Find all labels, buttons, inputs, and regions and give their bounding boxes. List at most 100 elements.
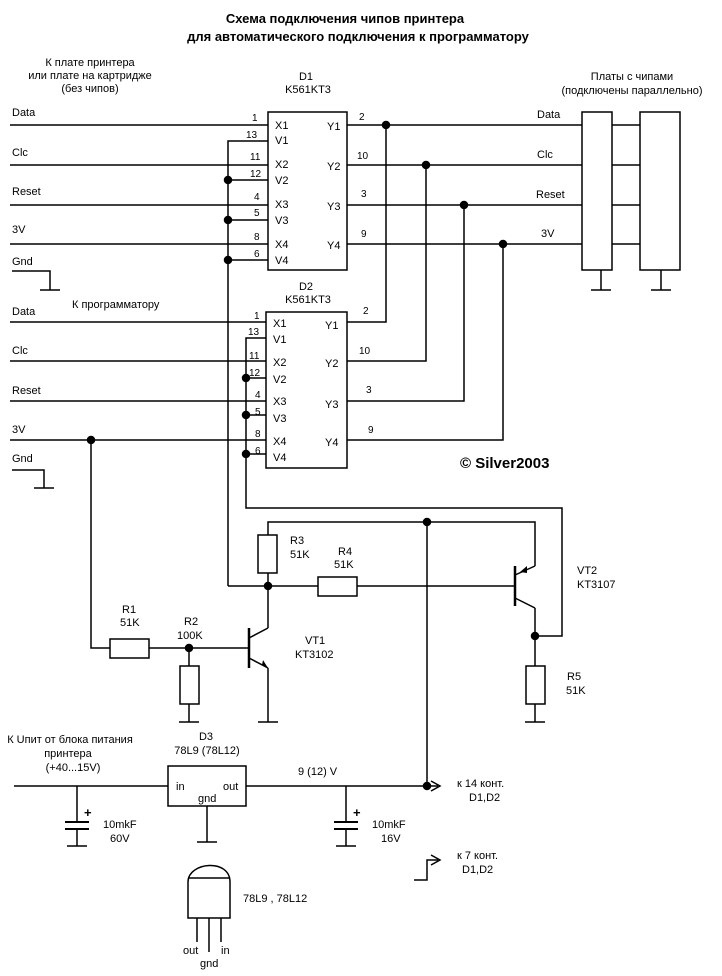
sig-clc-right: Clc <box>537 149 553 161</box>
d1-body <box>267 111 348 271</box>
d2-pinnum-6: 6 <box>255 446 261 457</box>
d3-in: in <box>176 781 185 793</box>
chip-d2: D2 K561KT3 X1 V1 X2 V2 X3 V3 X4 V4 Y1 Y2… <box>248 281 374 469</box>
d1-pin-v2: V2 <box>275 175 288 187</box>
d1-pinnum-13: 13 <box>246 130 258 141</box>
chip-board-2 <box>639 111 681 271</box>
d1-input-wires: Data Clc Reset 3V Gnd <box>10 107 268 291</box>
out-voltage: 9 (12) V <box>298 766 338 778</box>
chip-boards <box>581 111 681 291</box>
d2-pinnum-9: 9 <box>368 425 374 436</box>
unit-label-1: К Uпит от блока питания <box>7 734 133 746</box>
vt2-type: KT3107 <box>577 579 616 591</box>
d2-pin-y1: Y1 <box>325 320 338 332</box>
vt2-name: VT2 <box>577 565 597 577</box>
r3-value: 51K <box>290 549 310 561</box>
vt1-type: KT3102 <box>295 649 334 661</box>
d2-control-bus <box>241 337 563 637</box>
chip-board-1 <box>581 111 613 271</box>
d2-pinnum-4: 4 <box>255 390 261 401</box>
r1-name: R1 <box>122 604 136 616</box>
to-pin7-label-2: D1,D2 <box>462 864 493 876</box>
d2-pin-x4: X4 <box>273 436 286 448</box>
to-pin14-label-1: к 14 конт. <box>457 778 504 790</box>
d1-pin-y3: Y3 <box>327 201 340 213</box>
chip-boards-label-2: (подключены параллельно) <box>561 85 702 97</box>
sig-data-1: Data <box>12 107 36 119</box>
d1-control-bus <box>223 140 268 586</box>
transistor-circuit: R3 51K R4 51K VT2 KT3107 R5 51K VT1 KT31… <box>90 440 616 723</box>
d1-pinnum-11: 11 <box>250 152 261 163</box>
d2-pinnum-11: 11 <box>249 351 260 362</box>
d2-type: K561KT3 <box>285 294 331 306</box>
r3-name: R3 <box>290 535 304 547</box>
d2-pin-x3: X3 <box>273 396 286 408</box>
d2-pin-y3: Y3 <box>325 399 338 411</box>
d2-pinnum-10: 10 <box>359 346 371 357</box>
sig-gnd-1: Gnd <box>12 256 33 268</box>
package-name: 78L9 , 78L12 <box>243 893 307 905</box>
to-printer-label-3: (без чипов) <box>61 83 118 95</box>
r4-name: R4 <box>338 546 352 558</box>
d1-pinnum-3: 3 <box>361 189 367 200</box>
r2-body <box>179 665 200 705</box>
d1-pinnum-12: 12 <box>250 169 262 180</box>
package-pin-in: in <box>221 945 230 957</box>
d2-pin-v2: V2 <box>273 374 286 386</box>
d1-pin-x3: X3 <box>275 199 288 211</box>
to-printer-label-2: или плате на картридже <box>28 70 152 82</box>
c2-voltage: 16V <box>381 833 401 845</box>
to-pin7-label-1: к 7 конт. <box>457 850 498 862</box>
d2-pin-y2: Y2 <box>325 358 338 370</box>
copyright: © Silver2003 <box>460 455 549 472</box>
d2-pin-v4: V4 <box>273 452 286 464</box>
d2-pinnum-5: 5 <box>255 407 261 418</box>
d2-pin-v3: V3 <box>273 413 286 425</box>
d3-gnd: gnd <box>198 793 216 805</box>
d1-pinnum-2: 2 <box>359 112 365 123</box>
d2-pinnum-13: 13 <box>248 327 260 338</box>
d2-body <box>265 311 348 469</box>
r2-value: 100K <box>177 630 203 642</box>
regulator-package: 78L9 , 78L12 out gnd in <box>183 864 307 970</box>
d2-pin-x2: X2 <box>273 357 286 369</box>
d1-pinnum-1: 1 <box>252 113 258 124</box>
d3-out: out <box>223 781 238 793</box>
d3-type: 78L9 (78L12) <box>174 745 239 757</box>
to-pin14-label-2: D1,D2 <box>469 792 500 804</box>
r4-body <box>317 576 358 597</box>
r1-value: 51K <box>120 617 140 629</box>
d2-name: D2 <box>299 281 313 293</box>
d1-pin-y1: Y1 <box>327 121 340 133</box>
r5-value: 51K <box>566 685 586 697</box>
title-line-2: для автоматического подключения к програ… <box>187 29 530 44</box>
d1-output-wires: Data Clc Reset 3V <box>347 109 640 249</box>
y-links <box>347 125 504 441</box>
d2-pinnum-1: 1 <box>254 311 260 322</box>
r3-body <box>257 534 278 574</box>
d1-pin-x4: X4 <box>275 239 288 251</box>
package-pin-out: out <box>183 945 198 957</box>
d2-input-wires: К программатору Data Clc Reset 3V Gnd <box>10 299 266 489</box>
d2-pin-y4: Y4 <box>325 437 338 449</box>
power-circuit: К Uпит от блока питания принтера (+40...… <box>7 522 504 881</box>
sig-reset-1: Reset <box>12 186 41 198</box>
sig-reset-right: Reset <box>536 189 565 201</box>
d1-pin-v4: V4 <box>275 255 288 267</box>
sig-clc-2: Clc <box>12 345 28 357</box>
package-pin-gnd: gnd <box>200 958 218 970</box>
sig-3v-right: 3V <box>541 228 555 240</box>
unit-label-2: принтера <box>44 748 92 760</box>
to-printer-label-1: К плате принтера <box>45 57 135 69</box>
sig-data-right: Data <box>537 109 561 121</box>
chip-boards-label-1: Платы с чипами <box>591 71 673 83</box>
c2-value: 10mkF <box>372 819 406 831</box>
sig-3v-2: 3V <box>12 424 26 436</box>
r4-value: 51K <box>334 559 354 571</box>
d1-pin-y2: Y2 <box>327 161 340 173</box>
sig-reset-2: Reset <box>12 385 41 397</box>
unit-label-3: (+40...15V) <box>46 762 101 774</box>
d1-pinnum-10: 10 <box>357 151 369 162</box>
title-line-1: Схема подключения чипов принтера <box>226 11 465 26</box>
